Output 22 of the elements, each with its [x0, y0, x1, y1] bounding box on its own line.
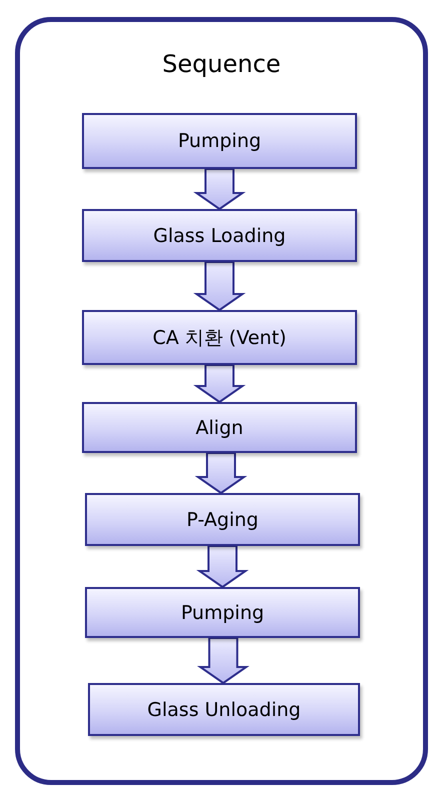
process-box	[82, 113, 357, 169]
block-arrow	[193, 261, 246, 312]
process-box	[85, 587, 360, 638]
step-label: Glass Unloading	[147, 698, 301, 720]
block-arrow	[197, 637, 250, 684]
block-arrow	[194, 452, 248, 494]
block-arrow	[193, 364, 246, 404]
process-box	[82, 402, 357, 453]
step-label: Pumping	[180, 602, 264, 624]
block-arrow	[193, 168, 246, 210]
step-label: P-Aging	[186, 508, 258, 530]
process-box	[88, 683, 360, 736]
step-label: Pumping	[178, 130, 262, 152]
process-box	[82, 310, 357, 365]
step-label: Glass Loading	[153, 224, 286, 246]
block-arrow	[196, 545, 249, 588]
panel-title: Sequence	[161, 50, 282, 78]
step-label: CA 치환 (Vent)	[152, 326, 286, 350]
sequence-panel	[15, 17, 428, 785]
step-label: Align	[196, 416, 244, 438]
process-box	[82, 209, 357, 262]
process-box	[85, 493, 360, 546]
